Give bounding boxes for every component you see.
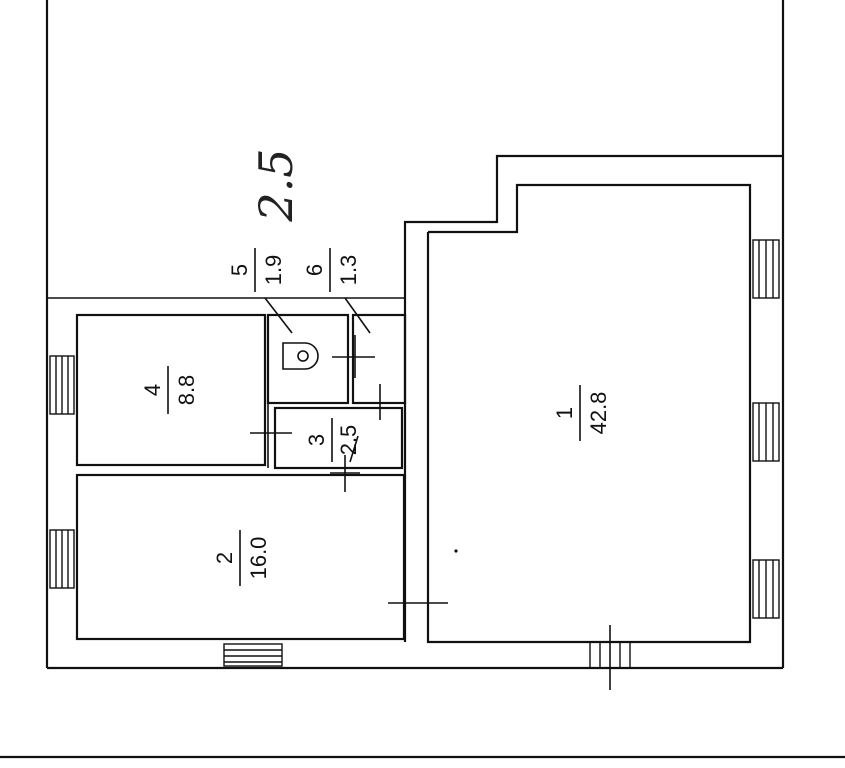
window-left-upper [49,355,75,415]
room-5-area: 1.9 [261,255,286,286]
window-right-1 [752,239,780,299]
room-3-number: 3 [304,434,329,446]
room-3-area: 2.5 [336,425,361,456]
window-bottom [223,643,283,667]
room-6-outline [351,313,407,405]
room-6-number: 6 [302,264,327,276]
stray-dot [454,549,458,553]
room-6-label: 6 1.3 [302,248,361,292]
leader-lines [264,297,371,463]
room-5-label: 5 1.9 [227,248,286,292]
room-5-outline [266,313,350,405]
room-4-outline [75,313,267,467]
entrance-door [589,625,631,690]
room-1-area: 42.8 [586,392,611,435]
room-2-number: 2 [212,552,237,564]
windows [49,239,780,667]
window-right-3 [752,559,780,619]
handwritten-note: 2.5 [249,148,303,222]
room-2-outline [75,473,406,641]
room-2-area: 16.0 [246,537,271,580]
room-4-number: 4 [140,384,165,396]
room-2-label: 2 16.0 [212,530,271,586]
room-6-area: 1.3 [336,255,361,286]
room-1-label: 1 42.8 [552,385,611,441]
window-right-2 [752,402,780,462]
door-marks [250,335,448,618]
window-left-lower [49,529,75,589]
room-3-label: 3 2.5 [304,418,361,462]
toilet-fixture [282,342,319,370]
site-frame [45,0,785,670]
room-4-label: 4 8.8 [140,366,199,414]
room-1-number: 1 [552,407,577,419]
room-5-number: 5 [227,264,252,276]
room-4-area: 8.8 [174,375,199,406]
